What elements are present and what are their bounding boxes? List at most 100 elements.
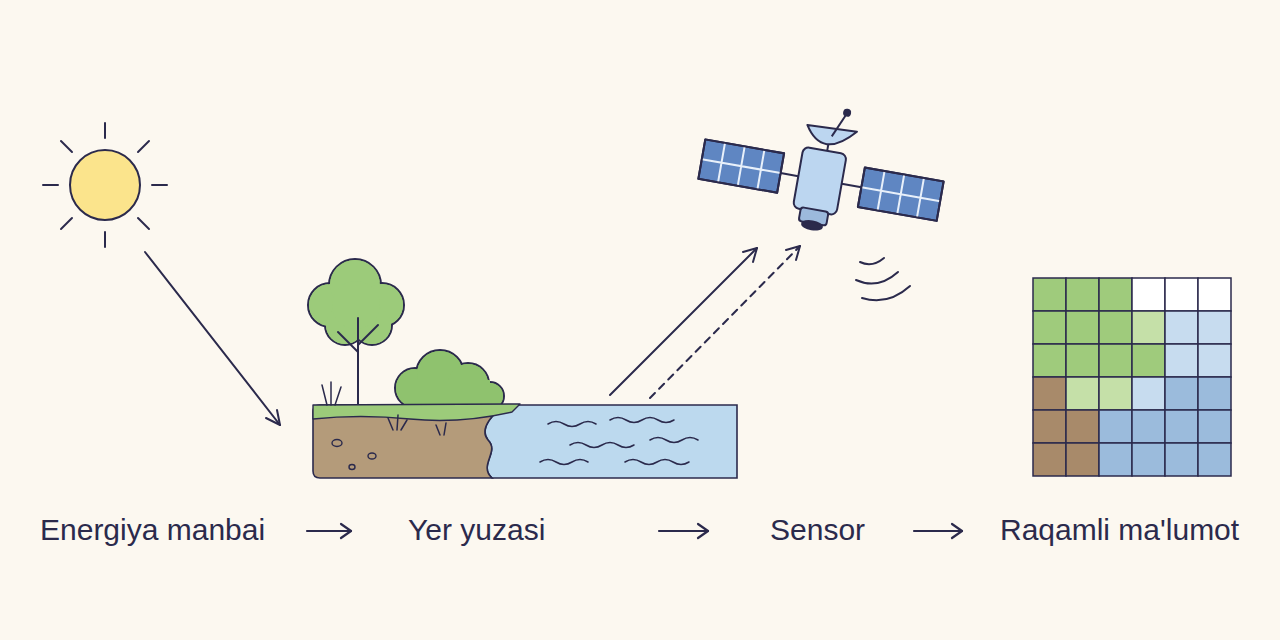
panel-grid — [698, 139, 784, 192]
water-waves — [540, 418, 698, 465]
grid-cell — [1165, 278, 1198, 311]
grid-cell — [1033, 443, 1066, 476]
grass-tuft — [436, 423, 446, 435]
flow-arrow — [307, 524, 351, 538]
sun-ray — [43, 184, 58, 186]
flow-arrow — [914, 524, 962, 538]
tree-trunk — [357, 318, 359, 408]
emitted-ray — [650, 246, 800, 398]
grid-cell — [1165, 410, 1198, 443]
arrow-head — [266, 410, 280, 425]
grass-tufts — [322, 382, 446, 435]
flow-arrow — [659, 524, 708, 538]
grid-cell — [1165, 377, 1198, 410]
ray-line — [145, 252, 280, 425]
wave — [650, 438, 698, 443]
arrow-shaft — [914, 530, 962, 532]
grid-cell — [1132, 410, 1165, 443]
grid-cell — [1198, 278, 1231, 311]
grid-cell — [1198, 311, 1231, 344]
grid-cell — [1066, 410, 1099, 443]
grid-cell — [1066, 278, 1099, 311]
panel-arm — [842, 184, 862, 187]
grid-cell — [1198, 410, 1231, 443]
pebble — [349, 465, 355, 470]
sun-ray — [104, 123, 106, 138]
grid-cell — [1132, 344, 1165, 377]
grid-cell — [1066, 443, 1099, 476]
tree-branch — [358, 325, 378, 345]
antenna-rod — [832, 114, 846, 138]
grid-cell — [1198, 344, 1231, 377]
sun-ray — [138, 141, 149, 152]
arrow-shaft — [659, 530, 708, 532]
step-label: Sensor — [770, 510, 865, 550]
tree-crown-fill — [332, 281, 380, 329]
sensor-lens — [801, 220, 822, 231]
sun — [43, 123, 167, 247]
antenna-tip — [844, 109, 851, 116]
grid-cell — [1099, 311, 1132, 344]
grid-cell — [1099, 344, 1132, 377]
grid-cell — [1165, 344, 1198, 377]
grass-tuft — [322, 382, 341, 405]
grid-cell — [1033, 278, 1066, 311]
sun-ray — [61, 218, 72, 229]
arrow-head — [341, 524, 351, 538]
water-body — [485, 405, 737, 478]
grid-cell — [1132, 377, 1165, 410]
sun-ray — [138, 218, 149, 229]
grid-cell — [1165, 443, 1198, 476]
wave — [548, 422, 596, 427]
flow-step: Energiya manbai — [38, 510, 303, 550]
signal-arc — [856, 272, 898, 284]
bush-fill — [410, 380, 490, 405]
satellite-body — [793, 147, 847, 216]
arrow-head — [952, 524, 962, 538]
sun-ray — [152, 184, 167, 186]
sun-disc — [70, 150, 140, 220]
grid-cell — [1066, 311, 1099, 344]
grass-strip — [313, 404, 520, 420]
grid-cell — [1132, 443, 1165, 476]
step-label: Yer yuzasi — [408, 510, 545, 550]
sun-ray — [104, 232, 106, 247]
incoming-ray — [145, 252, 280, 425]
wave — [570, 443, 634, 448]
panel-frame — [698, 139, 784, 192]
pebble — [332, 440, 342, 447]
arrow-head — [698, 524, 708, 538]
wave — [625, 460, 689, 465]
flow-step: Sensor — [712, 510, 910, 550]
panel-frame — [858, 168, 944, 221]
wave — [610, 418, 674, 423]
grid-cell — [1033, 377, 1066, 410]
signal-arc — [862, 286, 910, 300]
raster-grid — [1033, 278, 1231, 476]
arrow-shaft — [307, 530, 351, 532]
bush — [395, 350, 504, 410]
satellite — [693, 86, 953, 250]
step-label: Raqamli ma'lumot — [1000, 510, 1239, 550]
flow-step: Yer yuzasi — [355, 510, 655, 550]
grid-cell — [1198, 443, 1231, 476]
tree-branch — [338, 332, 358, 352]
pebble — [368, 453, 376, 459]
arrow-head — [786, 246, 800, 260]
grid-cell — [1033, 410, 1066, 443]
grid-cell — [1132, 278, 1165, 311]
tree — [308, 259, 404, 408]
grid-cell — [1099, 410, 1132, 443]
grid-cell — [1066, 344, 1099, 377]
grid-cell — [1099, 377, 1132, 410]
panel-arm — [781, 173, 799, 176]
wave — [540, 460, 588, 465]
grid-cell — [1099, 278, 1132, 311]
grid-cell — [1099, 443, 1132, 476]
grid-cell — [1033, 344, 1066, 377]
sun-ray — [61, 141, 72, 152]
flow-step: Raqamli ma'lumot — [966, 510, 1266, 550]
grid-cell — [1165, 311, 1198, 344]
step-label: Energiya manbai — [40, 510, 265, 550]
